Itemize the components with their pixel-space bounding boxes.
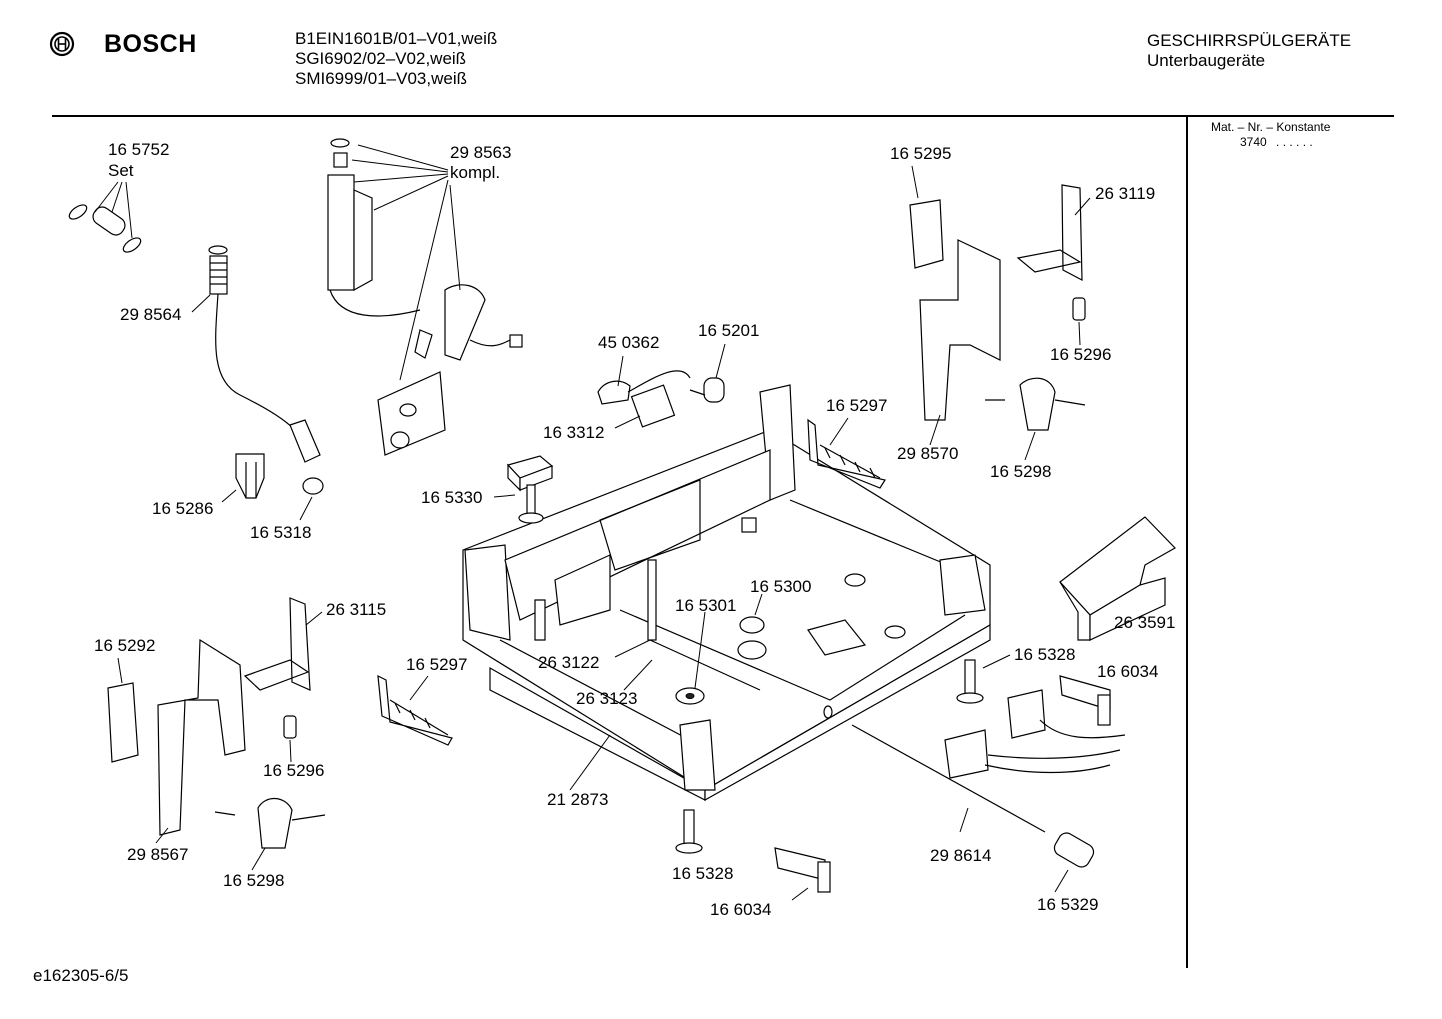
- label-212873: 21 2873: [547, 790, 608, 809]
- aqua-stop-assembly: [327, 138, 523, 456]
- label-263123: 26 3123: [576, 689, 637, 708]
- bosch-armature-icon: [49, 31, 75, 57]
- sidebar-heading: Mat. – Nr. – Konstante: [1211, 120, 1331, 134]
- label-298570: 29 8570: [897, 444, 958, 463]
- hinge-spring-right: [807, 418, 886, 489]
- label-165297b: 16 5297: [406, 655, 467, 674]
- label-450362: 45 0362: [598, 333, 659, 352]
- sidebar-value-row: 3740 . . . . . .: [1240, 135, 1313, 149]
- label-166034b: 16 6034: [710, 900, 771, 919]
- brand-name: BOSCH: [104, 30, 197, 58]
- label-298614: 29 8614: [930, 846, 991, 865]
- label-165328a: 16 5328: [1014, 645, 1075, 664]
- label-165295: 16 5295: [890, 144, 951, 163]
- label-165300: 16 5300: [750, 577, 811, 596]
- category-title: GESCHIRRSPÜLGERÄTE: [1147, 31, 1352, 50]
- label-165318: 16 5318: [250, 523, 311, 542]
- label-kompl: kompl.: [450, 163, 500, 182]
- drain-hose: [208, 245, 324, 495]
- label-298564: 29 8564: [120, 305, 181, 324]
- model-list: B1EIN1601B/01–V01,weiß SGI6902/02–V02,we…: [295, 29, 497, 89]
- label-165201: 16 5201: [698, 321, 759, 340]
- level-switch-group: [597, 370, 725, 428]
- label-165752: 16 5752: [108, 140, 169, 159]
- adjustable-foot-right: [956, 659, 984, 704]
- model-line-3: SMI6999/01–V03,weiß: [295, 69, 467, 88]
- doc-id: e162305-6/5: [33, 966, 129, 985]
- terminal-strip-bottom: [774, 847, 831, 893]
- label-165328b: 16 5328: [672, 864, 733, 883]
- sidebar-value: 3740: [1240, 135, 1267, 149]
- category-block: GESCHIRRSPÜLGERÄTE Unterbaugeräte: [1147, 31, 1351, 71]
- rod: [851, 724, 1095, 868]
- label-165296a: 16 5296: [1050, 345, 1111, 364]
- adjustable-foot-bottom: [675, 809, 703, 854]
- part-labels: 16 5752 Set 29 8563 kompl. 29 8564 16 52…: [94, 140, 1175, 919]
- brand-logo: BOSCH: [48, 30, 208, 62]
- base-tub: [462, 384, 991, 802]
- label-166034a: 16 6034: [1097, 662, 1158, 681]
- model-line-1: B1EIN1601B/01–V01,weiß: [295, 29, 498, 48]
- label-165330: 16 5330: [421, 488, 482, 507]
- label-263122: 26 3122: [538, 653, 599, 672]
- sidebar-dots: . . . . . .: [1276, 135, 1313, 149]
- label-263591: 26 3591: [1114, 613, 1175, 632]
- hose-clip: [235, 453, 265, 499]
- left-side-bracket: [107, 597, 326, 849]
- label-298563: 29 8563: [450, 143, 511, 162]
- top-cover: [1059, 516, 1176, 641]
- label-165297a: 16 5297: [826, 396, 887, 415]
- leader-lines: [94, 144, 1091, 901]
- label-165296b: 16 5296: [263, 761, 324, 780]
- terminal-strip-right: [1059, 675, 1111, 726]
- category-subtitle: Unterbaugeräte: [1147, 51, 1266, 70]
- foot-block: [506, 455, 554, 524]
- label-163312: 16 3312: [543, 423, 604, 442]
- hose-set: [68, 204, 142, 253]
- wire-harness: [944, 689, 1126, 779]
- model-line-2: SGI6902/02–V02,weiß: [295, 49, 467, 68]
- label-165301: 16 5301: [675, 596, 736, 615]
- label-298567: 29 8567: [127, 845, 188, 864]
- label-165298b: 16 5298: [223, 871, 284, 890]
- label-165298a: 16 5298: [990, 462, 1051, 481]
- label-165292: 16 5292: [94, 636, 155, 655]
- label-263115: 26 3115: [326, 600, 386, 619]
- hinge-spring-left: [377, 674, 453, 746]
- right-side-bracket: [909, 184, 1086, 431]
- label-263119: 26 3119: [1095, 184, 1155, 203]
- label-165329: 16 5329: [1037, 895, 1098, 914]
- label-165286: 16 5286: [152, 499, 213, 518]
- label-set: Set: [108, 161, 134, 180]
